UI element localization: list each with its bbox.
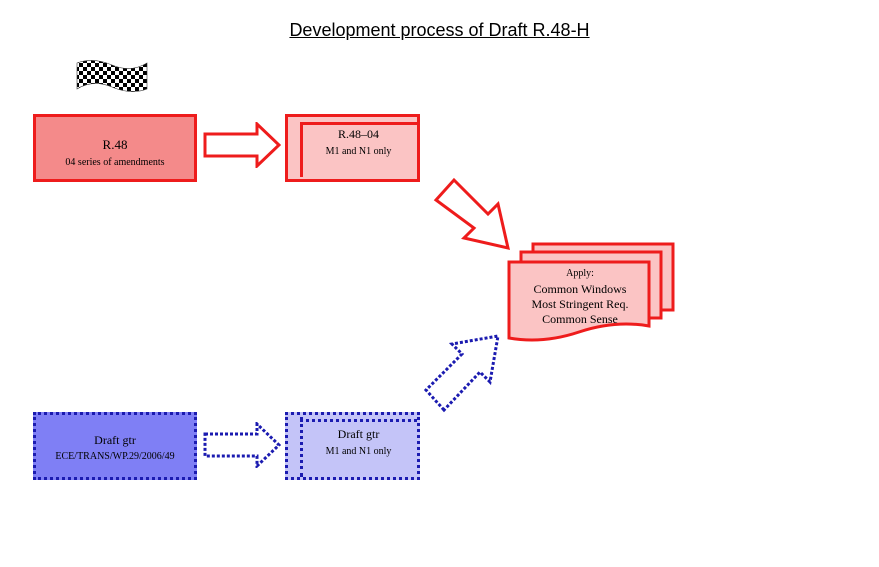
apply-item: Most Stringent Req. bbox=[531, 297, 629, 311]
box-inner-line bbox=[300, 122, 417, 125]
right-arrow-icon bbox=[203, 422, 281, 468]
page-title: Development process of Draft R.48-H bbox=[289, 20, 590, 40]
draft-gtr-m1-label: Draft gtr bbox=[337, 427, 380, 441]
apply-item: Common Sense bbox=[542, 312, 618, 326]
apply-heading: Apply: bbox=[566, 268, 594, 279]
r48-04-label: R.48–04 bbox=[337, 127, 379, 141]
r48-sublabel: 04 series of amendments bbox=[65, 157, 165, 168]
apply-document-stack bbox=[507, 242, 675, 342]
draft-gtr-label: Draft gtr bbox=[94, 433, 136, 447]
checkered-flag-icon bbox=[76, 60, 148, 92]
apply-item: Common Windows bbox=[533, 282, 627, 296]
box-inner-line bbox=[300, 417, 303, 477]
right-arrow-icon bbox=[203, 122, 281, 168]
draft-gtr-m1-sublabel: M1 and N1 only bbox=[325, 446, 392, 457]
down-right-arrow-icon bbox=[433, 177, 510, 250]
r48-label: R.48 bbox=[102, 137, 128, 152]
draft-gtr-box: Draft gtr ECE/TRANS/WP.29/2006/49 bbox=[33, 412, 197, 480]
r48-box: R.48 04 series of amendments bbox=[33, 114, 197, 182]
draft-gtr-sublabel: ECE/TRANS/WP.29/2006/49 bbox=[55, 451, 175, 462]
apply-text: Apply: Common Windows Most Stringent Req… bbox=[509, 268, 651, 327]
r48-04-box: R.48–04 M1 and N1 only bbox=[285, 114, 420, 182]
r48-04-sublabel: M1 and N1 only bbox=[325, 146, 392, 157]
up-right-arrow-icon bbox=[423, 334, 500, 413]
box-inner-line bbox=[300, 419, 417, 422]
draft-gtr-m1-box: Draft gtr M1 and N1 only bbox=[285, 412, 420, 480]
box-inner-line bbox=[300, 122, 303, 177]
